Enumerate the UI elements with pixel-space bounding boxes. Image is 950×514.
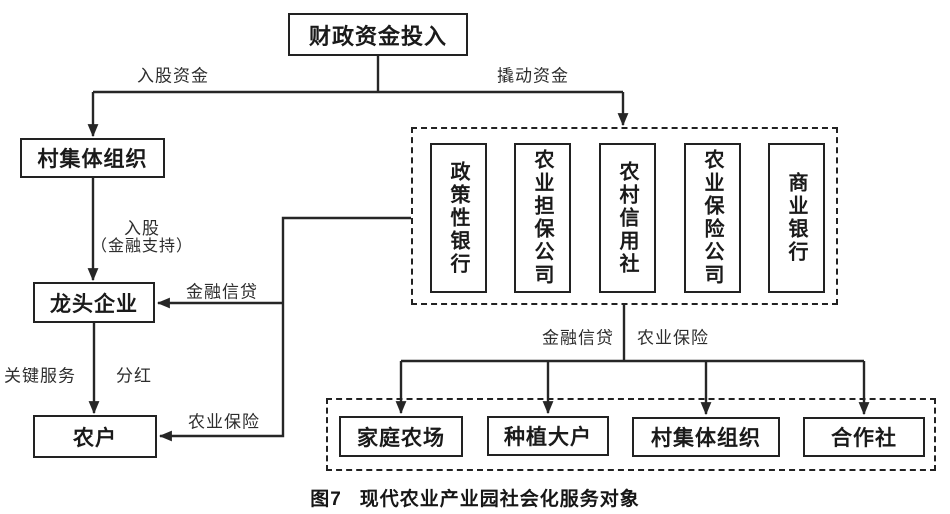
label-dividend: 分红 [116,366,152,386]
label-key-service: 关键服务 [4,366,76,386]
figure-title: 现代农业产业园社会化服务对象 [359,489,640,510]
label-financial-credit-left: 金融信贷 [186,282,258,302]
label-agri-insurance-left: 农业保险 [188,412,260,432]
label-equity-support: 入股 （金融支持） [91,220,193,256]
node-agri-guarantee-company: 农业担保公司 [514,143,571,293]
node-cooperative: 合作社 [803,417,925,457]
node-village-collective: 村集体组织 [20,138,165,178]
node-fiscal-input: 财政资金投入 [288,13,468,56]
figure-number: 图7 [310,489,342,510]
service-targets-group [326,398,936,471]
label-equity-funds: 入股资金 [137,66,209,86]
financial-institutions-group [411,127,838,305]
node-leading-enterprise: 龙头企业 [33,282,155,323]
node-rural-credit-cooperative: 农村信用社 [599,143,656,293]
node-planting-household: 种植大户 [487,416,609,456]
label-financial-credit-bottom: 金融信贷 [542,328,614,348]
node-farmer: 农户 [33,415,157,458]
label-financial-support-line: （金融支持） [90,238,194,255]
label-equity-line: 入股 [123,219,160,238]
node-commercial-bank: 商业银行 [768,143,825,293]
node-policy-bank: 政策性银行 [430,143,487,293]
node-family-farm: 家庭农场 [339,416,463,457]
edge-insurance-to-farmer-arrow [158,216,411,442]
label-leverage-funds: 撬动资金 [497,66,569,86]
node-village-collective-target: 村集体组织 [632,417,780,457]
figure-caption: 图7 现代农业产业园社会化服务对象 [0,484,950,511]
label-agri-insurance-bottom: 农业保险 [637,328,709,348]
node-agri-insurance-company: 农业保险公司 [684,143,741,293]
